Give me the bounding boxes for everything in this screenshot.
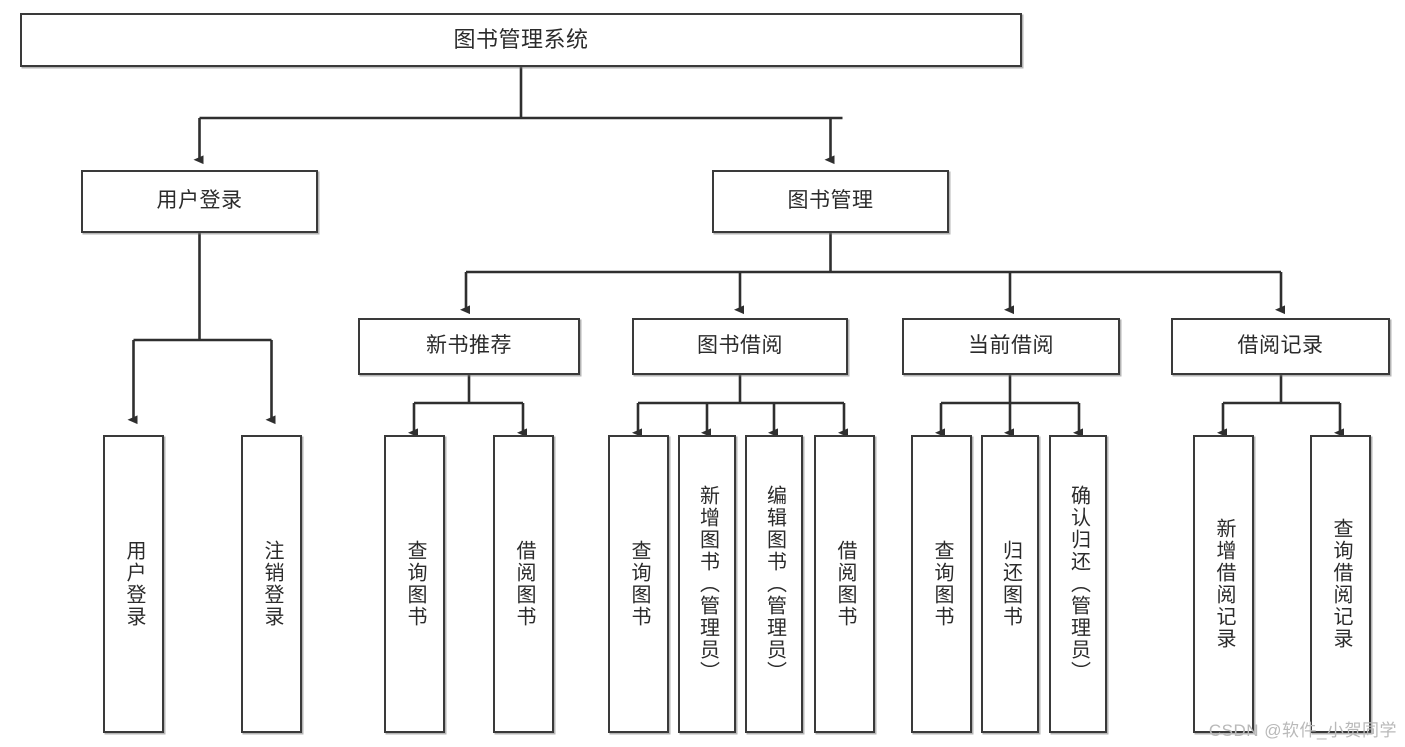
leaf-confirm-return-admin[interactable]: 确认归还（管理员） [1049,435,1107,733]
connectors-borrow-record [1217,375,1344,438]
leaf-query-borrow-record[interactable]: 查询借阅记录 [1310,435,1371,733]
node-user-login[interactable]: 用户登录 [81,170,318,233]
node-label: 当前借阅 [968,334,1054,358]
node-label: 查询图书 [404,540,426,628]
leaf-borrow-books-new-recommend[interactable]: 借阅图书 [493,435,554,733]
node-borrow-records[interactable]: 借阅记录 [1171,318,1390,375]
node-book-management[interactable]: 图书管理 [712,170,949,233]
leaf-return-books[interactable]: 归还图书 [981,435,1039,733]
node-label: 借阅图书 [834,540,856,628]
node-current-borrowing[interactable]: 当前借阅 [902,318,1120,375]
node-book-borrowing[interactable]: 图书借阅 [632,318,848,375]
node-label: 用户登录 [156,189,243,213]
leaf-add-borrow-record[interactable]: 新增借阅记录 [1193,435,1254,733]
leaf-query-books-new-recommend[interactable]: 查询图书 [384,435,445,733]
node-label: 新书推荐 [426,334,512,358]
leaf-query-books-borrow[interactable]: 查询图书 [608,435,669,733]
connectors-user-login [127,233,276,425]
connectors-book-manage [460,233,1285,315]
leaf-logout[interactable]: 注销登录 [241,435,302,733]
node-label: 查询图书 [628,540,650,628]
leaf-borrow-books[interactable]: 借阅图书 [814,435,875,733]
connectors-current-borrow [935,375,1083,438]
node-label: 用户登录 [123,540,145,628]
node-label: 借阅记录 [1237,334,1324,358]
node-label: 编辑图书（管理员） [763,485,786,683]
node-label: 新增借阅记录 [1213,518,1235,650]
leaf-add-book-admin[interactable]: 新增图书（管理员） [678,435,736,733]
node-label: 新增图书（管理员） [696,485,719,683]
node-new-book-recommendation[interactable]: 新书推荐 [358,318,580,375]
node-label: 查询借阅记录 [1330,518,1352,650]
connectors-root [193,67,843,165]
node-label: 借阅图书 [513,540,535,628]
node-label: 图书借阅 [697,334,783,358]
node-label: 确认归还（管理员） [1067,485,1090,683]
node-label: 图书管理 [787,189,874,213]
node-label: 归还图书 [999,540,1022,628]
node-label: 注销登录 [261,540,283,628]
connectors-new-book [408,375,527,438]
leaf-user-login[interactable]: 用户登录 [103,435,164,733]
leaf-query-books-current[interactable]: 查询图书 [911,435,972,733]
node-label: 查询图书 [931,540,953,628]
leaf-edit-book-admin[interactable]: 编辑图书（管理员） [745,435,803,733]
node-label: 图书管理系统 [453,27,589,53]
node-root-book-management-system[interactable]: 图书管理系统 [20,13,1022,67]
connectors-book-borrow [632,375,848,438]
